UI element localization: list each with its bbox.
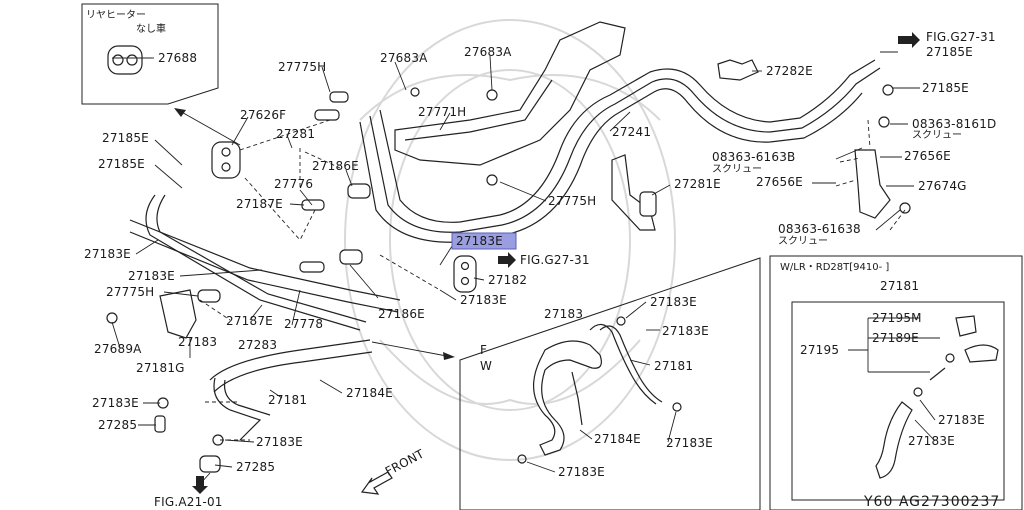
label-27184e-l[interactable]: 27184E bbox=[346, 386, 393, 400]
label-screw-2: スクリュー bbox=[712, 163, 762, 175]
label-27683a-1[interactable]: 27683A bbox=[380, 51, 428, 65]
label-27285-1[interactable]: 27285 bbox=[98, 418, 137, 432]
label-27183e-m1[interactable]: 27183E bbox=[460, 293, 507, 307]
label-27187e-top[interactable]: 27187E bbox=[236, 197, 283, 211]
label-27184e-fw[interactable]: 27184E bbox=[594, 432, 641, 446]
label-rear-heater-line2: なし車 bbox=[136, 22, 166, 35]
clip-27182 bbox=[453, 255, 477, 293]
clamps-lower-left bbox=[154, 397, 224, 473]
label-27183-fw[interactable]: 27183 bbox=[544, 307, 583, 321]
inset-arrow-head bbox=[174, 108, 186, 117]
drawing-code: Y60 AG27300237 bbox=[863, 494, 1000, 510]
label-27183e-fw4[interactable]: 27183E bbox=[558, 465, 605, 479]
leader-lines bbox=[111, 51, 940, 485]
dashed-guides bbox=[199, 119, 906, 441]
label-27775h-mid[interactable]: 27775H bbox=[548, 194, 596, 208]
label-27656e-l[interactable]: 27656E bbox=[756, 175, 803, 189]
label-27183e-l2[interactable]: 27183E bbox=[128, 269, 175, 283]
label-27688[interactable]: 27688 bbox=[158, 51, 197, 65]
highlighted-part-box bbox=[451, 232, 517, 250]
watermark-emblem bbox=[344, 19, 676, 461]
label-27181-l[interactable]: 27181 bbox=[268, 393, 307, 407]
label-27775h-low[interactable]: 27775H bbox=[106, 285, 154, 299]
label-27281e[interactable]: 27281E bbox=[674, 177, 721, 191]
label-27185e-tr2[interactable]: 27185E bbox=[922, 81, 969, 95]
label-27775h-top[interactable]: 27775H bbox=[278, 60, 326, 74]
pipe-assembly-27241 bbox=[359, 59, 881, 243]
inset-rear-heater-less bbox=[81, 3, 219, 105]
label-27282e[interactable]: 27282E bbox=[766, 64, 813, 78]
label-front: FRONT bbox=[383, 446, 427, 478]
label-27689a[interactable]: 27689A bbox=[94, 342, 142, 356]
label-27183e-l1[interactable]: 27183E bbox=[84, 247, 131, 261]
label-27183e-l3[interactable]: 27183E bbox=[92, 396, 139, 410]
bracket-27689a bbox=[159, 289, 197, 339]
label-27195[interactable]: 27195 bbox=[800, 343, 839, 357]
label-27183e-highlighted[interactable]: 27183E bbox=[456, 234, 503, 248]
fig-ref-arrows bbox=[192, 32, 920, 494]
label-27187e-low[interactable]: 27187E bbox=[226, 314, 273, 328]
label-fig-g27-31-top[interactable]: FIG.G27-31 bbox=[926, 30, 996, 44]
label-27186e-top[interactable]: 27186E bbox=[312, 159, 359, 173]
label-fw-w: W bbox=[480, 359, 492, 373]
label-27285-2[interactable]: 27285 bbox=[236, 460, 275, 474]
label-27185e-l1[interactable]: 27185E bbox=[102, 131, 149, 145]
inset-wlr-rd28t bbox=[769, 255, 1023, 510]
label-27683a-2[interactable]: 27683A bbox=[464, 45, 512, 59]
label-27656e-r[interactable]: 27656E bbox=[904, 149, 951, 163]
fittings bbox=[106, 84, 911, 324]
label-27771h[interactable]: 27771H bbox=[418, 105, 466, 119]
inset-pointer-arrow bbox=[177, 109, 241, 146]
label-27776[interactable]: 27776 bbox=[274, 177, 313, 191]
label-27283[interactable]: 27283 bbox=[238, 338, 277, 352]
label-27183e-in1[interactable]: 27183E bbox=[938, 413, 985, 427]
bracket-27281e bbox=[611, 154, 657, 231]
label-08363-61638[interactable]: 08363-61638 bbox=[778, 222, 861, 236]
inset-pointer-head bbox=[443, 352, 455, 360]
label-screw-1: スクリュー bbox=[912, 129, 962, 141]
label-27185e-l2[interactable]: 27185E bbox=[98, 157, 145, 171]
label-27189e[interactable]: 27189E bbox=[872, 331, 919, 345]
label-27186e-low[interactable]: 27186E bbox=[378, 307, 425, 321]
label-27183-l[interactable]: 27183 bbox=[178, 335, 217, 349]
inset-front-warm bbox=[459, 257, 761, 510]
label-08363-8161d[interactable]: 08363-8161D bbox=[912, 117, 996, 131]
label-27626f[interactable]: 27626F bbox=[240, 108, 286, 122]
label-27778[interactable]: 27778 bbox=[284, 317, 323, 331]
front-arrow bbox=[360, 471, 393, 495]
label-wlr-header: W/LR・RD28T[9410- ] bbox=[780, 262, 889, 273]
label-27674g[interactable]: 27674G bbox=[918, 179, 967, 193]
label-08363-6163b[interactable]: 08363-6163B bbox=[712, 150, 795, 164]
label-fw-f: F bbox=[480, 343, 487, 357]
label-27183e-l4[interactable]: 27183E bbox=[256, 435, 303, 449]
inset-pointer-line bbox=[371, 341, 453, 358]
label-27181g[interactable]: 27181G bbox=[136, 361, 185, 375]
label-27182[interactable]: 27182 bbox=[488, 273, 527, 287]
label-27181-inset[interactable]: 27181 bbox=[880, 279, 919, 293]
label-screw-3: スクリュー bbox=[778, 235, 828, 247]
label-fig-g27-31-mid[interactable]: FIG.G27-31 bbox=[520, 253, 590, 267]
label-rear-heater-line1: リヤヒーター bbox=[86, 9, 146, 21]
label-27183e-fw3[interactable]: 27183E bbox=[666, 436, 713, 450]
label-27181-fw[interactable]: 27181 bbox=[654, 359, 693, 373]
label-27281[interactable]: 27281 bbox=[276, 127, 315, 141]
bracket-27282e bbox=[717, 59, 759, 81]
hose-bundle-left bbox=[129, 194, 401, 441]
label-27183e-fw2[interactable]: 27183E bbox=[662, 324, 709, 338]
label-27195m[interactable]: 27195M bbox=[872, 311, 922, 325]
bracket-27674g bbox=[854, 149, 891, 219]
label-27185e-tr1[interactable]: 27185E bbox=[926, 45, 973, 59]
label-27241[interactable]: 27241 bbox=[612, 125, 651, 139]
label-27183e-fw1[interactable]: 27183E bbox=[650, 295, 697, 309]
label-fig-a21-01[interactable]: FIG.A21-01 bbox=[154, 495, 223, 509]
label-27183e-in2[interactable]: 27183E bbox=[908, 434, 955, 448]
duct-27771h bbox=[394, 21, 626, 166]
clip-27626f bbox=[211, 141, 241, 179]
